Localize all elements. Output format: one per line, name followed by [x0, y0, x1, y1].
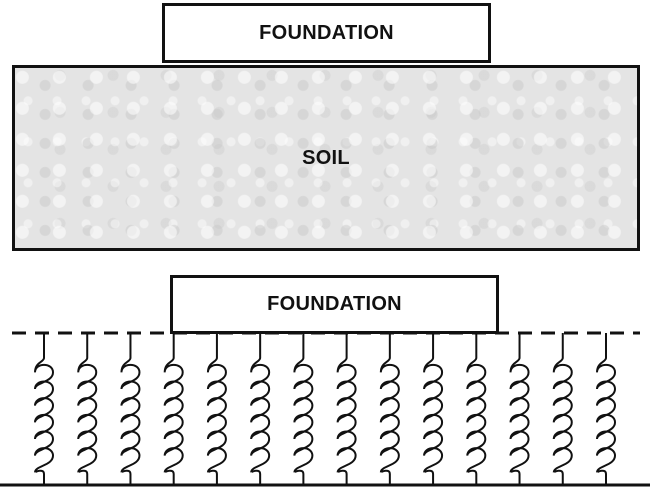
- foundation-block-top: FOUNDATION: [162, 3, 491, 63]
- spring-10: [423, 333, 444, 485]
- spring-4: [163, 333, 184, 485]
- foundation-label-bottom: FOUNDATION: [267, 293, 402, 315]
- spring-7: [293, 333, 314, 485]
- spring-6: [250, 333, 271, 485]
- foundation-block-bottom: FOUNDATION: [170, 275, 499, 334]
- spring-1: [34, 333, 55, 485]
- spring-8: [336, 333, 357, 485]
- spring-14: [596, 333, 617, 485]
- foundation-label-top: FOUNDATION: [259, 21, 394, 44]
- spring-11: [466, 333, 487, 485]
- soil-block: SOIL: [12, 65, 640, 251]
- spring-13: [552, 333, 573, 485]
- spring-2: [77, 333, 98, 485]
- soil-label: SOIL: [302, 146, 350, 169]
- spring-3: [120, 333, 141, 485]
- spring-5: [206, 333, 227, 485]
- spring-group: [34, 333, 617, 485]
- spring-9: [379, 333, 400, 485]
- spring-12: [509, 333, 530, 485]
